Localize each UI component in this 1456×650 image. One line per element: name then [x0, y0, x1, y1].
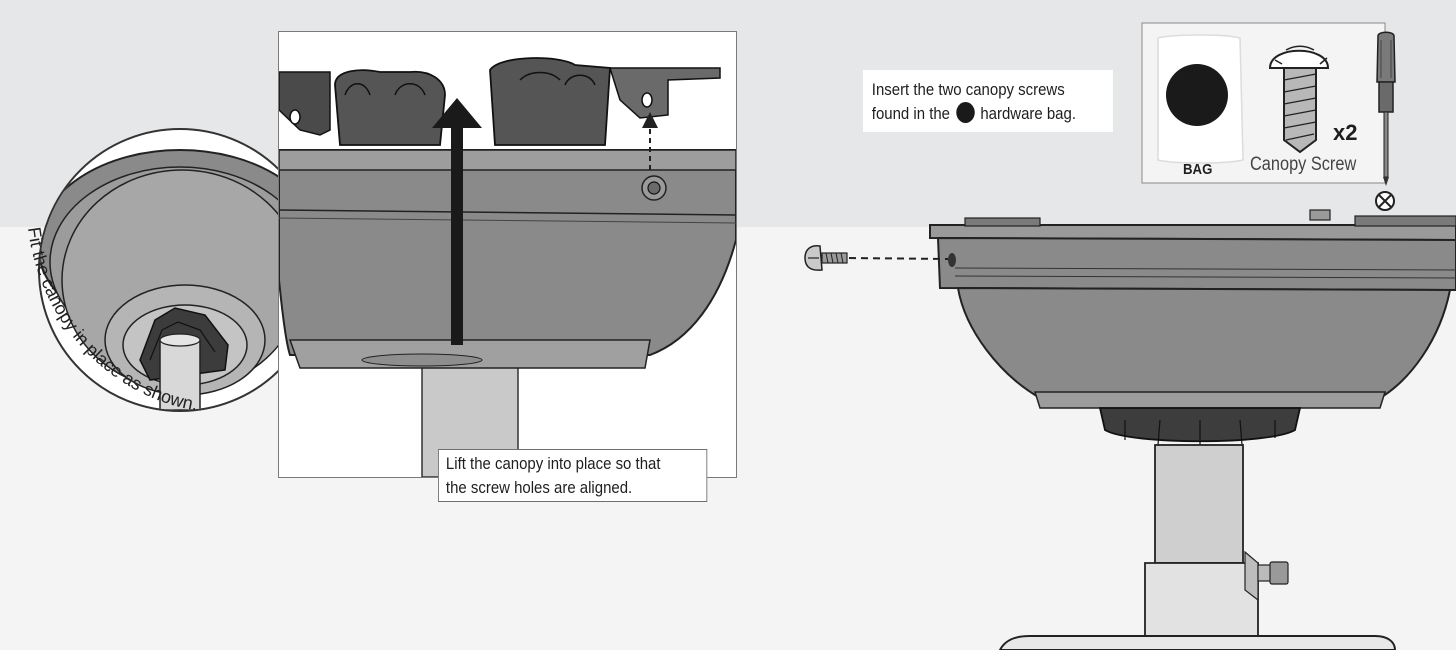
lift-line-1: Lift the canopy into place so that: [445, 454, 661, 473]
right-assembly-illustration: [804, 209, 1456, 650]
bag-dot-icon: [955, 102, 975, 123]
insert-screws-callout: Insert the two canopy screws found in th…: [863, 70, 1113, 132]
canopy-screw-label: Canopy Screw: [1250, 154, 1357, 175]
phillips-head-icon: [1375, 191, 1395, 211]
insert-line-2: found in the hardware bag.: [872, 102, 1104, 126]
insert-line-2-before: found in the: [871, 104, 950, 123]
insert-line-1: Insert the two canopy screws: [871, 80, 1065, 99]
canopy-screw-insert-icon: [804, 245, 949, 271]
lift-line-2: the screw holes are aligned.: [445, 478, 633, 497]
hardware-bag-icon: [1157, 34, 1244, 164]
screw-quantity: x2: [1333, 120, 1358, 145]
hardware-box-graphics: [1141, 22, 1396, 211]
insert-line-2-after: hardware bag.: [980, 104, 1076, 123]
lift-canopy-callout: Lift the canopy into place so that the s…: [438, 449, 708, 502]
screwdriver-icon: [1376, 31, 1396, 186]
up-arrow-icon: [432, 98, 482, 345]
bag-label: BAG: [1183, 161, 1213, 178]
middle-panel-illustration: [279, 32, 736, 477]
zoom-detail-circle: [38, 128, 322, 412]
canopy-screw-icon: [1268, 45, 1330, 154]
